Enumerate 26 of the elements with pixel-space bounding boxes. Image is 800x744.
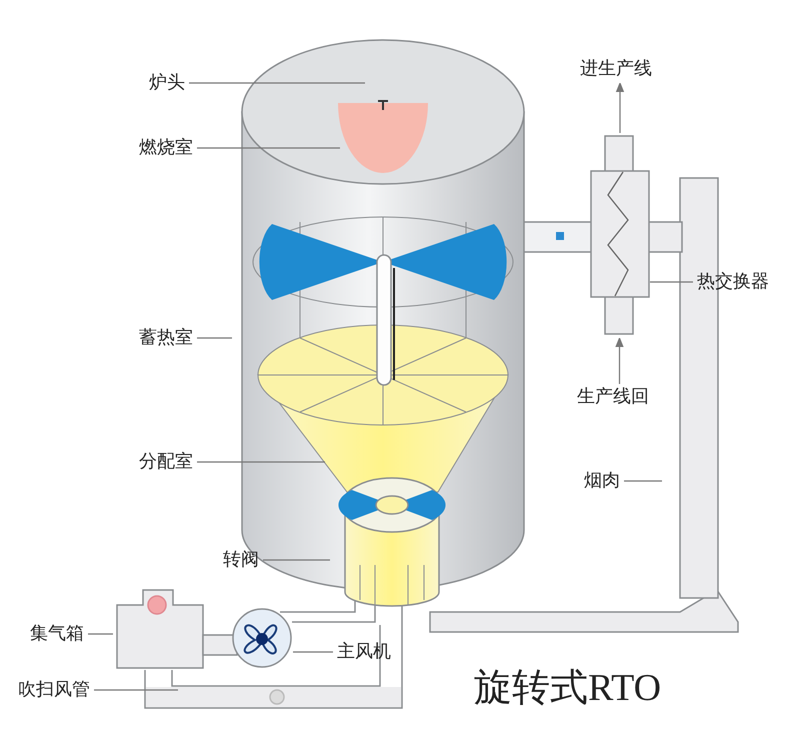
leader-line [650,281,693,283]
leader-line [624,480,662,482]
leader-line [189,82,365,84]
part-label: 生产线回 [577,386,649,408]
leader-line [263,559,330,561]
part-label: 蓄热室 [139,327,193,349]
part-label: 炉头 [149,72,185,94]
part-label: 集气箱 [30,623,84,645]
leader-line [197,337,232,339]
heat-exchanger-drawing [590,135,650,335]
leader-line [197,461,325,463]
part-label: 热交换器 [697,271,769,293]
part-label: 分配室 [139,451,193,473]
part-label: 燃烧室 [139,137,193,159]
arrow [616,82,624,133]
part-label: 进生产线 [580,58,652,80]
diagram-title: 旋转式RTO [474,666,662,711]
leader-line [293,651,333,653]
leader-line [88,633,113,635]
part-label: 烟肉 [584,470,620,492]
part-label: 主风机 [337,641,391,663]
part-label: 转阀 [223,549,259,571]
arrow [615,338,624,384]
leader-line [94,689,178,691]
leader-line [197,147,340,149]
part-label: 吹扫风管 [18,679,90,701]
